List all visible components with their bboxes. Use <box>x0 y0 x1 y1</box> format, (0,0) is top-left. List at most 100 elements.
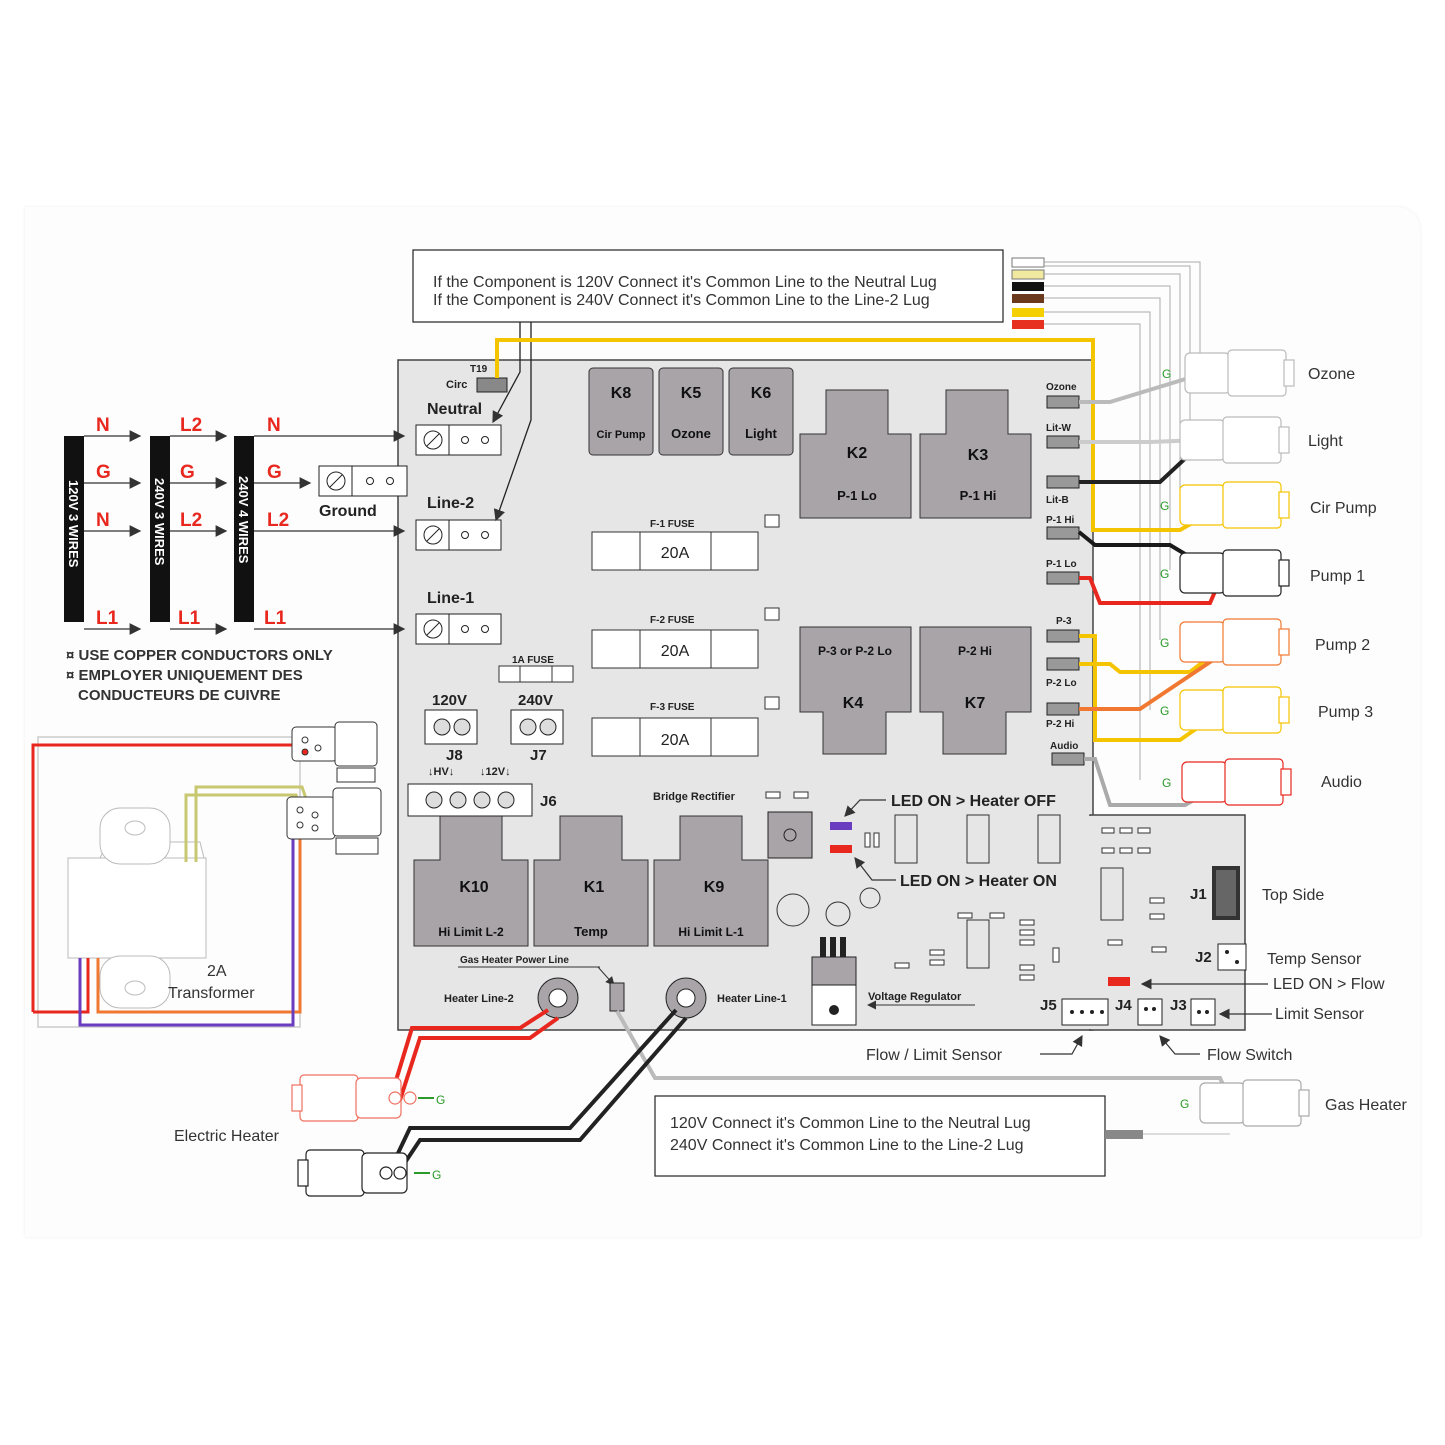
gas-heater-power-terminal[interactable] <box>609 982 625 1012</box>
relay-k8-label: K8 <box>611 385 632 402</box>
jumper-j7[interactable]: 240V J7 <box>510 692 564 764</box>
fuse-f1[interactable]: F-1 FUSE 20A <box>591 519 759 571</box>
output-pump1-label: Pump 1 <box>1310 568 1365 585</box>
electric-heater-label: Electric Heater <box>174 1128 280 1145</box>
connector-j6[interactable]: ↓HV↓ ↓12V↓ J6 <box>407 766 557 817</box>
line1-label: Line-1 <box>427 590 474 607</box>
electric-heater-connector-red <box>291 1074 417 1122</box>
port-ozone[interactable] <box>1046 395 1080 409</box>
j4-label: J4 <box>1115 997 1132 1014</box>
output-cir-pump-label: Cir Pump <box>1310 500 1377 517</box>
led-heater-on <box>830 845 852 853</box>
gas-heater-connector: G <box>1180 1079 1310 1127</box>
audio-connector: G <box>1162 758 1292 806</box>
circ-connector[interactable] <box>476 377 508 393</box>
fuse-1a[interactable]: 1A FUSE <box>498 655 574 683</box>
port-litb[interactable] <box>1046 475 1080 489</box>
port-ozone-label: Ozone <box>1046 382 1077 393</box>
relay-k6-sub: Light <box>745 426 777 441</box>
led-flow-label: LED ON > Flow <box>1273 976 1385 993</box>
port-p1lo[interactable] <box>1046 571 1080 585</box>
copper-note-3: CONDUCTEURS DE CUIVRE <box>78 687 281 704</box>
connector-j1[interactable]: J1 <box>1190 866 1240 920</box>
neutral-lug[interactable]: Neutral <box>415 401 502 456</box>
limit-sensor-label: Limit Sensor <box>1275 1006 1365 1023</box>
circ-label: Circ <box>446 379 467 391</box>
top-note-line1: If the Component is 120V Connect it's Co… <box>433 274 937 291</box>
electric-heater-connector-black <box>297 1149 408 1197</box>
relay-k10: K10 Hi Limit L-2 <box>413 815 529 947</box>
port-p3[interactable] <box>1046 629 1080 643</box>
supply-wiring: 120V 3 WIRES 240V 3 WIRES 240V 4 WIRES N… <box>64 415 406 635</box>
transformer-plug-a <box>291 721 378 783</box>
fuse-f2[interactable]: F-2 FUSE 20A <box>591 615 759 669</box>
port-audio[interactable] <box>1051 752 1085 766</box>
temp-sensor-label: Temp Sensor <box>1267 951 1362 968</box>
copper-note-1: ¤ USE COPPER CONDUCTORS ONLY <box>66 647 333 664</box>
port-p2hi[interactable] <box>1046 702 1080 716</box>
ground-lug[interactable]: Ground <box>318 465 408 520</box>
transformer-plug-b <box>286 787 382 855</box>
cir-pump-connector: G <box>1160 481 1290 529</box>
led-heater-off <box>830 822 852 830</box>
output-audio-label: Audio <box>1321 774 1362 791</box>
connector-j3[interactable]: J3 <box>1170 997 1216 1026</box>
relay-k7-sub: P-2 Hi <box>958 644 992 658</box>
relay-k4-label: K4 <box>843 695 864 712</box>
col3-n: N <box>267 415 281 436</box>
jumper-240v-label: 240V <box>518 692 553 709</box>
port-p2lo[interactable] <box>1046 657 1080 671</box>
port-p1lo-label: P-1 Lo <box>1046 559 1077 570</box>
relay-k2-label: K2 <box>847 445 868 462</box>
bottom-note-line1: 120V Connect it's Common Line to the Neu… <box>670 1115 1031 1132</box>
relay-k3-sub: P-1 Hi <box>960 488 997 503</box>
wire-color-key <box>1011 257 1045 329</box>
relay-k1-label: K1 <box>584 879 605 896</box>
port-p1hi[interactable] <box>1046 526 1080 540</box>
line2-lug[interactable]: Line-2 <box>415 495 502 551</box>
jumper-j8[interactable]: 120V J8 <box>424 692 478 764</box>
bridge-rectifier-label: Bridge Rectifier <box>653 791 736 803</box>
col1-l1: L1 <box>96 608 119 629</box>
heater-line2-terminal[interactable] <box>537 977 579 1019</box>
top-side-label: Top Side <box>1262 887 1324 904</box>
relay-k8-sub: Cir Pump <box>597 429 646 441</box>
heater-line2-label: Heater Line-2 <box>444 993 514 1005</box>
svg-text:G: G <box>1162 367 1171 381</box>
connector-j4[interactable]: J4 <box>1115 997 1163 1026</box>
line1-lug[interactable]: Line-1 <box>415 590 502 645</box>
output-gas-heater-label: Gas Heater <box>1325 1097 1407 1114</box>
voltage-regulator-label: Voltage Regulator <box>868 991 962 1003</box>
port-p2lo-label: P-2 Lo <box>1046 678 1077 689</box>
gas-heater-line-label: Gas Heater Power Line <box>460 955 569 966</box>
fuse-f3[interactable]: F-3 FUSE 20A <box>591 702 759 757</box>
pump3-connector: G <box>1160 686 1290 734</box>
relay-k3: K3 P-1 Hi <box>919 389 1032 519</box>
port-litw[interactable] <box>1046 435 1080 449</box>
connector-j6-label: J6 <box>540 793 557 810</box>
relay-k4-sub: P-3 or P-2 Lo <box>818 644 892 658</box>
relay-k10-label: K10 <box>459 879 488 896</box>
voltage-regulator <box>811 937 857 1026</box>
relay-k5: K5 Ozone <box>658 367 724 456</box>
copper-note: ¤ USE COPPER CONDUCTORS ONLY ¤ EMPLOYER … <box>66 647 333 704</box>
heater-line1-terminal[interactable] <box>665 977 707 1019</box>
svg-text:G: G <box>1160 636 1169 650</box>
transformer: 2A Transformer <box>37 736 301 1028</box>
port-litw-label: Lit-W <box>1046 423 1072 434</box>
j3-label: J3 <box>1170 997 1187 1014</box>
port-p2hi-label: P-2 Hi <box>1046 719 1075 730</box>
relay-k4: P-3 or P-2 Lo K4 <box>799 626 912 755</box>
flow-limit-sensor-label: Flow / Limit Sensor <box>866 1047 1003 1064</box>
fuse-f1-label: F-1 FUSE <box>650 519 695 530</box>
svg-text:G: G <box>1160 704 1169 718</box>
fuse-f3-rating: 20A <box>661 732 690 749</box>
connector-j5[interactable]: J5 <box>1040 997 1109 1026</box>
relay-k5-sub: Ozone <box>671 426 711 441</box>
connector-j2[interactable]: J2 <box>1195 943 1247 971</box>
relay-k9-label: K9 <box>704 879 725 896</box>
relay-k7-label: K7 <box>965 695 986 712</box>
heater-line1-label: Heater Line-1 <box>717 993 787 1005</box>
col1-g: G <box>96 462 111 483</box>
t19-label: T19 <box>470 364 488 375</box>
